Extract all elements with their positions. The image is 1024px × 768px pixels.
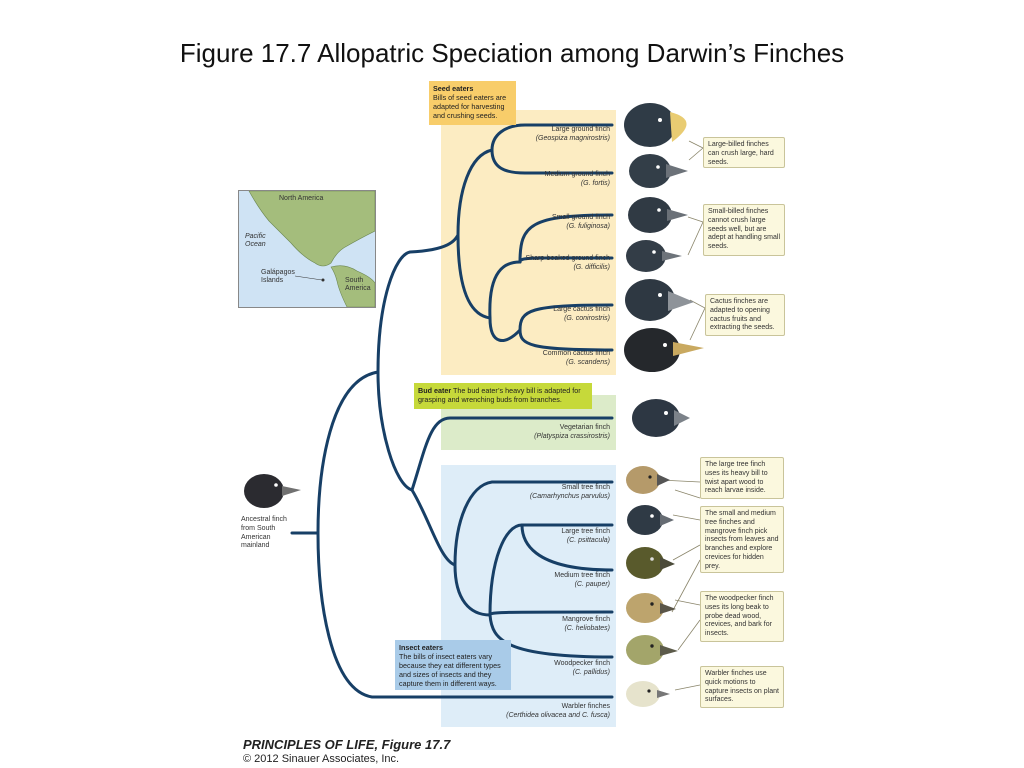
finch-head-medium-ground-icon	[629, 154, 688, 188]
finch-label: Sharp-beaked ground finch (G. difficilis)	[480, 254, 610, 272]
map-label-south-america: South America	[345, 277, 371, 293]
finch-sci: (Geospiza magnirostris)	[535, 135, 610, 143]
finch-head-sharp-beaked-ground-icon	[626, 240, 682, 272]
finch-head-vegetarian-icon	[632, 399, 690, 437]
finch-head-warbler-icon	[626, 681, 670, 707]
seed-eaters-heading: Seed eaters	[433, 84, 474, 93]
finch-label: Common cactus finch (G. scandens)	[490, 349, 610, 367]
finch-label: Large ground finch (Geospiza magnirostris…	[490, 125, 610, 143]
finch-head-large-ground-icon	[624, 103, 687, 147]
note-large-tree: The large tree finch uses its heavy bill…	[700, 457, 784, 499]
finch-label: Medium ground finch (G. fortis)	[490, 170, 610, 188]
note-woodpecker: The woodpecker finch uses its long beak …	[700, 591, 784, 642]
finch-sci: (C. pauper)	[574, 581, 610, 589]
finch-name: Mangrove finch	[562, 616, 610, 623]
finch-label: Vegetarian finch (Platyspiza crassirostri…	[470, 423, 610, 441]
bud-eater-heading: Bud eater	[418, 386, 452, 395]
finch-sci: (G. conirostris)	[564, 315, 610, 323]
finch-label: Mangrove finch (C. heliobates)	[490, 615, 610, 633]
tree-branches	[290, 123, 614, 699]
finch-label: Large tree finch (C. psittacula)	[490, 527, 610, 545]
finch-sci: (C. psittacula)	[566, 537, 610, 545]
finch-label: Large cactus finch (G. conirostris)	[490, 305, 610, 323]
finch-name: Vegetarian finch	[559, 424, 610, 431]
finch-label: Warbler finches (Certhidea olivacea and C…	[440, 702, 610, 720]
bud-eater-text: The bud eater’s heavy bill is adapted fo…	[418, 386, 581, 404]
finch-sci: (G. fortis)	[580, 180, 610, 188]
note-large-billed: Large-billed finches can crush large, ha…	[703, 137, 785, 168]
ancestral-finch-icon	[244, 474, 301, 508]
insect-eaters-box: Insect eaters The bills of insect eaters…	[395, 640, 511, 690]
finch-sci: (G. difficilis)	[573, 264, 610, 272]
finch-head-mangrove-icon	[626, 593, 676, 623]
note-cactus: Cactus finches are adapted to opening ca…	[705, 294, 785, 336]
finch-name: Small ground finch	[552, 214, 610, 221]
note-small-billed: Small-billed finches cannot crush large …	[703, 204, 785, 256]
note-warbler: Warbler finches use quick motions to cap…	[700, 666, 784, 708]
finch-name: Warbler finches	[561, 703, 610, 710]
finch-label: Medium tree finch (C. pauper)	[490, 571, 610, 589]
finch-sci: (Camarhynchus parvulus)	[529, 493, 610, 501]
slide-title: Figure 17.7 Allopatric Speciation among …	[179, 38, 845, 68]
bud-eater-box: Bud eater The bud eater’s heavy bill is …	[414, 383, 592, 409]
finch-sci: (C. heliobates)	[564, 625, 610, 633]
finch-head-small-ground-icon	[628, 197, 688, 233]
finch-head-common-cactus-icon	[624, 328, 704, 372]
galapagos-map: North America Pacific Ocean Galápagos Is…	[238, 190, 376, 308]
seed-eaters-text: Bills of seed eaters are adapted for har…	[433, 93, 507, 120]
seed-eater-zone	[441, 110, 616, 375]
seed-eaters-box: Seed eaters Bills of seed eaters are ada…	[429, 81, 516, 125]
finch-head-small-tree-icon	[626, 466, 670, 494]
finch-head-large-tree-icon	[627, 505, 674, 535]
note-small-medium-tree: The small and medium tree finches and ma…	[700, 506, 784, 573]
finch-name: Medium ground finch	[544, 171, 610, 178]
finch-sci: (G. scandens)	[566, 359, 610, 367]
copyright-credit: © 2012 Sinauer Associates, Inc.	[243, 753, 400, 765]
finch-label: Small ground finch (G. fuliginosa)	[490, 213, 610, 231]
finch-sci: (G. fuliginosa)	[566, 223, 610, 231]
finch-sci: (Platyspiza crassirostris)	[534, 433, 610, 441]
finch-name: Large tree finch	[561, 528, 610, 535]
finch-name: Large ground finch	[551, 126, 610, 133]
finch-label: Woodpecker finch (C. pallidus)	[490, 659, 610, 677]
ancestor-label: Ancestral finch from South American main…	[241, 516, 287, 550]
finch-name: Sharp-beaked ground finch	[525, 255, 610, 262]
finch-sci: (C. pallidus)	[572, 669, 610, 677]
map-label-galapagos: Galápagos Islands	[261, 269, 295, 285]
finch-name: Common cactus finch	[542, 350, 610, 357]
finch-head-medium-tree-icon	[626, 547, 675, 579]
finch-sci: (Certhidea olivacea and C. fusca)	[506, 712, 610, 720]
insect-eaters-text: The bills of insect eaters vary because …	[399, 652, 501, 688]
finch-head-large-cactus-icon	[625, 279, 694, 321]
finch-head-woodpecker-icon	[626, 635, 678, 665]
finch-name: Medium tree finch	[554, 572, 610, 579]
insect-eaters-heading: Insect eaters	[399, 643, 443, 652]
finch-name: Large cactus finch	[553, 306, 610, 313]
finch-label: Small tree finch (Camarhynchus parvulus)	[470, 483, 610, 501]
map-label-north-america: North America	[279, 195, 324, 202]
book-credit: PRINCIPLES OF LIFE, Figure 17.7	[243, 737, 451, 752]
map-landmass	[248, 191, 375, 307]
finch-name: Small tree finch	[561, 484, 610, 491]
finch-name: Woodpecker finch	[554, 660, 610, 667]
map-label-pacific: Pacific Ocean	[245, 233, 266, 249]
